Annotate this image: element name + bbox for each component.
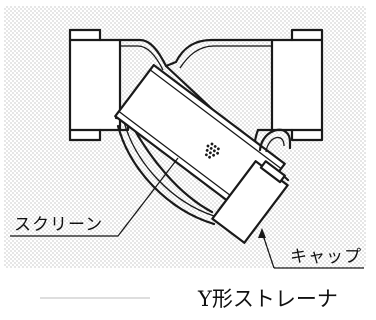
drain-elbow (258, 128, 292, 152)
figure-caption: Y形ストレーナ (197, 287, 338, 311)
cap-nut (259, 160, 286, 184)
screen-leader-line (10, 157, 179, 237)
body-top-inner-line-right (179, 45, 272, 69)
screen-top-inner-line (149, 69, 282, 170)
screen-bottom-inner-line (118, 110, 251, 211)
housing-lower-curve-outer (116, 124, 216, 226)
right-flange (270, 28, 324, 142)
body-top-contour (118, 38, 274, 68)
housing-lower-curve-inner (123, 121, 215, 217)
drain-elbow-inner (265, 136, 285, 153)
label-cap: キャップ (290, 247, 362, 267)
cap-leader-arrowhead (258, 228, 266, 238)
perforation-dots (204, 142, 220, 159)
cap (211, 160, 289, 244)
body-top-inner-line (120, 45, 164, 71)
left-flange (68, 28, 122, 142)
label-screen: スクリーン (14, 215, 103, 235)
